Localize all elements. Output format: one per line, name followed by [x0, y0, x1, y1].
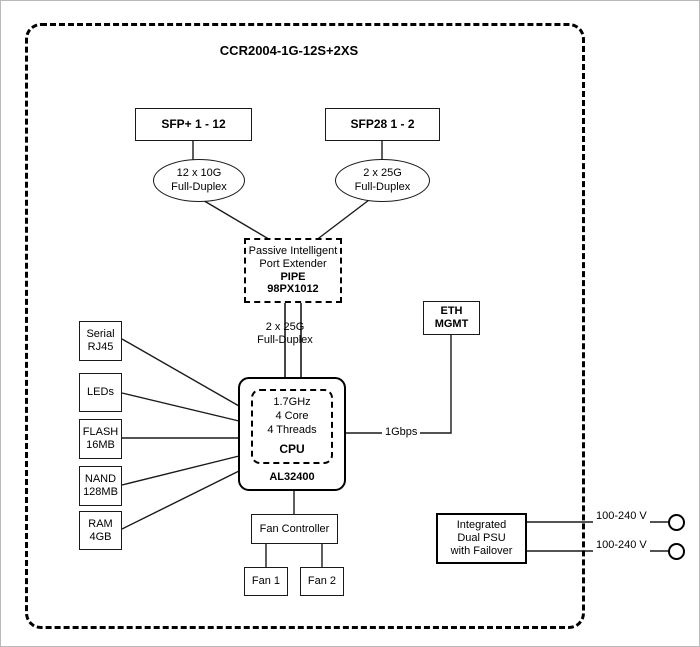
flash-block[interactable]: FLASH 16MB — [79, 419, 122, 459]
eth-mgmt-line1: ETH — [440, 305, 463, 318]
pipe-description-line2: Port Extender — [259, 257, 327, 270]
sfp28-link-duplex: Full-Duplex — [354, 180, 411, 193]
serial-connector-type: RJ45 — [87, 341, 114, 353]
ram-block[interactable]: RAM 4GB — [79, 511, 122, 550]
sfp-plus-port-block[interactable]: SFP+ 1 - 12 — [135, 108, 252, 141]
wire-serial-to-cpu — [121, 338, 240, 407]
fan1-label: Fan 1 — [251, 575, 281, 588]
pipe-cpu-link-duplex: Full-Duplex — [257, 334, 313, 347]
sfp28-link-ellipse: 2 x 25G Full-Duplex — [335, 159, 430, 202]
sfp-plus-port-label: SFP+ 1 - 12 — [161, 117, 226, 132]
pipe-name: PIPE — [280, 270, 306, 283]
fan-controller-label: Fan Controller — [259, 522, 330, 535]
fan2-block[interactable]: Fan 2 — [300, 567, 344, 596]
pipe-cpu-link-speed: 2 x 25G — [265, 321, 305, 333]
sfp28-port-block[interactable]: SFP28 1 - 2 — [325, 108, 440, 141]
ac-inlet-1-icon — [668, 514, 685, 531]
nand-size: 128MB — [83, 486, 118, 498]
pipe-port-extender[interactable]: Passive Intelligent Port Extender PIPE 9… — [244, 238, 342, 303]
cpu-core-block: 1.7GHz 4 Core 4 Threads CPU — [251, 389, 333, 464]
leds-label: LEDs — [87, 386, 114, 399]
wire-cpu-to-eth-mgmt — [346, 335, 452, 434]
cpu-core-count: 4 Core — [275, 410, 309, 423]
nand-block[interactable]: NAND 128MB — [79, 466, 122, 506]
psu-line1: Integrated — [456, 519, 507, 532]
nand-label: NAND — [84, 473, 117, 486]
flash-label: FLASH — [82, 426, 119, 439]
cpu-thread-count: 4 Threads — [267, 423, 317, 436]
sfp28-port-label: SFP28 1 - 2 — [350, 117, 415, 132]
cpu-clock: 1.7GHz — [273, 396, 311, 409]
chassis-boundary — [25, 23, 585, 629]
sfp-plus-link-ellipse: 12 x 10G Full-Duplex — [153, 159, 245, 202]
psu-block[interactable]: Integrated Dual PSU with Failover — [436, 513, 527, 564]
fan-controller-block[interactable]: Fan Controller — [251, 514, 338, 544]
leds-block[interactable]: LEDs — [79, 373, 122, 412]
ram-size: 4GB — [89, 530, 112, 543]
chassis-title: CCR2004-1G-12S+2XS — [219, 43, 359, 58]
wire-link25g-to-pipe — [314, 199, 370, 242]
pipe-description-line1: Passive Intelligent — [248, 244, 338, 257]
ac-inlet-2-icon — [668, 543, 685, 560]
cpu-label: CPU — [279, 441, 305, 456]
flash-size: 16MB — [86, 439, 115, 451]
ram-label: RAM — [88, 517, 113, 530]
wire-leds-to-cpu — [121, 392, 240, 422]
sfp28-link-speed: 2 x 25G — [363, 167, 402, 180]
serial-label: Serial — [86, 328, 115, 341]
psu-line2: Dual PSU — [457, 532, 506, 545]
serial-rj45-block[interactable]: Serial RJ45 — [79, 321, 122, 361]
power-input-2-label: 100-240 V — [593, 539, 650, 553]
wire-ram-to-cpu — [121, 470, 240, 530]
pipe-cpu-link-label: 2 x 25G Full-Duplex — [223, 321, 347, 347]
fan1-block[interactable]: Fan 1 — [244, 567, 288, 596]
eth-mgmt-line2: MGMT — [434, 318, 469, 330]
sfp-plus-link-duplex: Full-Duplex — [171, 180, 227, 193]
pipe-part-number: 98PX1012 — [267, 283, 319, 296]
wire-link10g-to-pipe — [200, 198, 273, 242]
psu-line3: with Failover — [450, 544, 513, 557]
fan2-label: Fan 2 — [307, 575, 337, 588]
eth-mgmt-link-label: 1Gbps — [382, 426, 421, 440]
power-input-1-label: 100-240 V — [593, 510, 650, 524]
sfp-plus-link-speed: 12 x 10G — [176, 167, 222, 180]
eth-mgmt-port[interactable]: ETH MGMT — [423, 301, 480, 335]
cpu-part-number: AL32400 — [269, 471, 315, 484]
wire-nand-to-cpu — [121, 455, 240, 486]
